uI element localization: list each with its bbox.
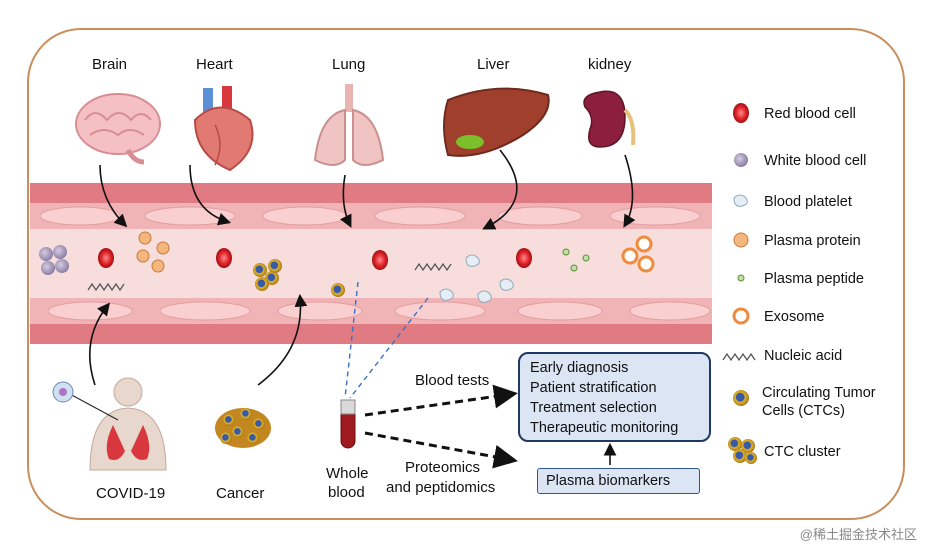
outcome-item: Therapeutic monitoring	[530, 420, 679, 436]
legend-label-ctc-cluster: CTC cluster	[764, 444, 841, 460]
vessel-cells	[39, 231, 655, 303]
legend-label-white-blood-cell: White blood cell	[764, 153, 867, 169]
outcome-item: Treatment selection	[530, 400, 657, 416]
proteomics-label-line1: Proteomics	[405, 459, 481, 476]
legend-label-plasma-peptide: Plasma peptide	[764, 271, 864, 287]
ctc-cluster-icon	[728, 437, 757, 464]
proteomics-label-line2: and peptidomics	[386, 479, 496, 496]
legend-label-red-blood-cell: Red blood cell	[764, 106, 856, 122]
cancer-label: Cancer	[216, 485, 265, 502]
organ-label-brain: Brain	[92, 56, 128, 73]
legend-label-blood-platelet: Blood platelet	[764, 194, 852, 210]
red-blood-cell-icon	[733, 103, 749, 123]
blood-vessel	[30, 183, 712, 344]
cancer-tumor-icon	[215, 408, 271, 448]
plasma-biomarkers-label: Plasma biomarkers	[546, 473, 671, 489]
outcomes-box: Early diagnosis Patient stratification T…	[518, 352, 711, 442]
outcome-item: Early diagnosis	[530, 360, 629, 376]
outcome-item: Patient stratification	[530, 380, 657, 396]
whole-blood-label-line1: Whole	[326, 465, 369, 482]
nucleic-acid-icon	[722, 352, 756, 362]
diagram-frame	[27, 28, 905, 520]
watermark: @稀土掘金技术社区	[799, 527, 917, 542]
whole-blood-label-line2: blood	[328, 484, 365, 501]
ctc-icon	[733, 390, 749, 406]
exosome-icon	[732, 307, 750, 325]
legend-label-plasma-protein: Plasma protein	[764, 233, 861, 249]
plasma-peptide-icon	[737, 274, 745, 282]
blood-tube-icon	[340, 399, 356, 449]
liver-icon	[443, 87, 550, 157]
organ-label-kidney: kidney	[588, 56, 632, 73]
plasma-biomarkers-box: Plasma biomarkers	[537, 468, 700, 494]
organ-arrows	[89, 149, 636, 386]
kidney-icon	[583, 90, 636, 148]
white-blood-cell-icon	[734, 153, 748, 167]
lung-icon	[313, 84, 385, 166]
heart-icon	[193, 86, 254, 172]
organ-label-lung: Lung	[332, 56, 366, 73]
analysis-arrows	[364, 384, 518, 469]
plasma-protein-icon	[733, 232, 749, 248]
covid-label: COVID-19	[96, 485, 166, 502]
covid-patient-icon	[52, 377, 167, 471]
legend-label-ctc: Circulating Tumor Cells (CTCs)	[762, 385, 876, 419]
sampling-lines	[344, 281, 429, 399]
legend-icons	[722, 103, 757, 464]
legend-label-exosome: Exosome	[764, 309, 825, 325]
blood-tests-label: Blood tests	[415, 372, 490, 389]
organ-label-liver: Liver	[477, 56, 510, 73]
brain-icon	[75, 93, 161, 165]
organ-label-heart: Heart	[196, 56, 233, 73]
legend-label-nucleic-acid: Nucleic acid	[764, 348, 843, 364]
platelet-icon	[733, 194, 748, 207]
